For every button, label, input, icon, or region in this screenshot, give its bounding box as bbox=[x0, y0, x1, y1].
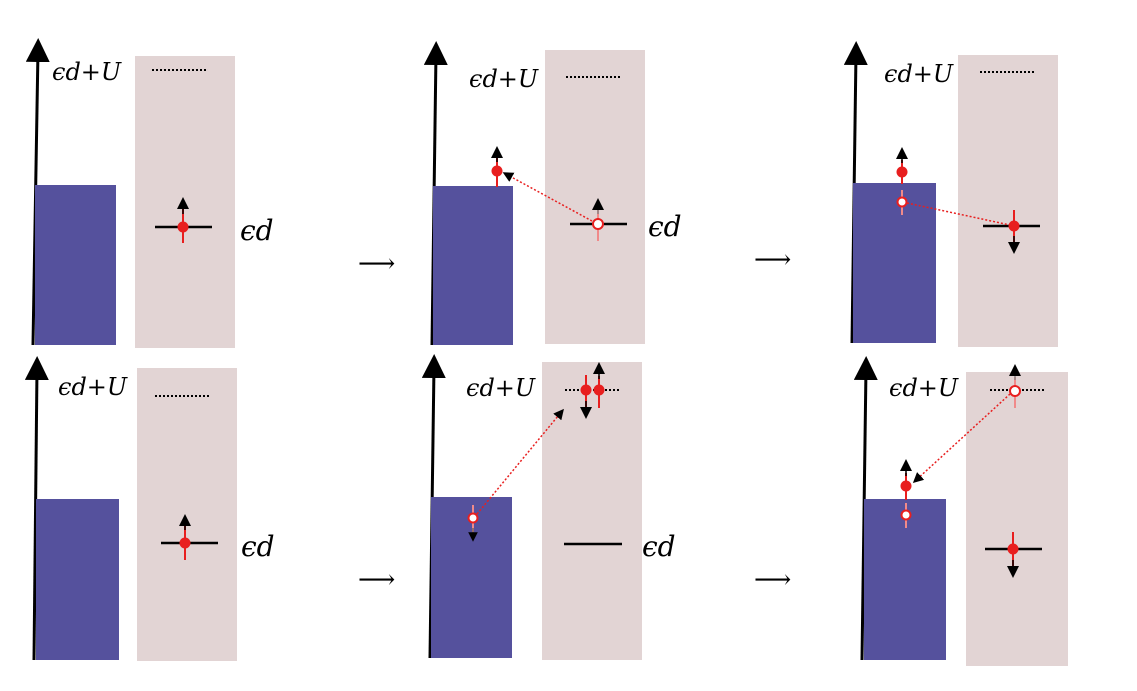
lower-level-label: ϵd bbox=[240, 214, 274, 247]
upper-level-label: ϵd+U bbox=[889, 374, 959, 402]
panel-row2-step3: ϵd+U bbox=[853, 356, 1068, 666]
dot-background bbox=[542, 362, 642, 660]
electron-excited bbox=[900, 459, 912, 500]
upper-level-label: ϵd+U bbox=[469, 65, 539, 93]
dot-background bbox=[545, 50, 645, 344]
panel-row1-step2: ϵd+U ϵd bbox=[423, 41, 682, 346]
hopping-path bbox=[476, 408, 564, 515]
conduction-band bbox=[35, 185, 116, 345]
conduction-band bbox=[433, 186, 513, 345]
upper-level-label: ϵd+U bbox=[58, 373, 128, 401]
process-arrow: ⟶ bbox=[358, 565, 395, 595]
hole-in-band bbox=[467, 505, 479, 542]
hole-in-dot bbox=[1009, 364, 1021, 408]
panel-row2-step1: ϵd+U ϵd bbox=[24, 356, 275, 661]
dot-background bbox=[958, 55, 1058, 347]
hopping-path bbox=[906, 202, 1011, 226]
energy-axis bbox=[24, 356, 49, 661]
process-arrow: ⟶ bbox=[754, 245, 791, 275]
conduction-band bbox=[36, 499, 119, 660]
conduction-band bbox=[853, 183, 936, 343]
electron-spin-up bbox=[179, 514, 191, 560]
electron-excited bbox=[896, 147, 908, 184]
hole-in-band bbox=[896, 190, 908, 215]
panel-row2-step2: ϵd+U ϵd bbox=[421, 354, 676, 660]
panel-row1-step3: ϵd+U bbox=[843, 41, 1058, 347]
process-arrow: ⟶ bbox=[358, 249, 395, 279]
dot-background bbox=[137, 368, 237, 661]
lower-level-label: ϵd bbox=[642, 530, 676, 563]
hole-in-dot bbox=[592, 198, 604, 241]
hole-in-band bbox=[900, 503, 912, 528]
hopping-path bbox=[502, 172, 593, 222]
electron-spin-down bbox=[1007, 532, 1019, 578]
electron-spin-up bbox=[177, 197, 189, 243]
lower-level-label: ϵd bbox=[241, 530, 275, 563]
process-arrow: ⟶ bbox=[754, 565, 791, 595]
electron-spin-down bbox=[1008, 210, 1020, 254]
dot-background bbox=[966, 372, 1068, 666]
upper-level-label: ϵd+U bbox=[52, 58, 122, 86]
lower-level-label: ϵd bbox=[648, 210, 682, 243]
hopping-path bbox=[912, 393, 1011, 484]
dot-background bbox=[135, 56, 235, 348]
electron-pair-up-down bbox=[580, 362, 605, 419]
upper-level-label: ϵd+U bbox=[884, 60, 954, 88]
upper-level-label: ϵd+U bbox=[466, 374, 536, 402]
conduction-band bbox=[431, 497, 512, 658]
panel-row1-step1: ϵd+U ϵd bbox=[25, 38, 274, 348]
electron-excited bbox=[491, 146, 503, 187]
